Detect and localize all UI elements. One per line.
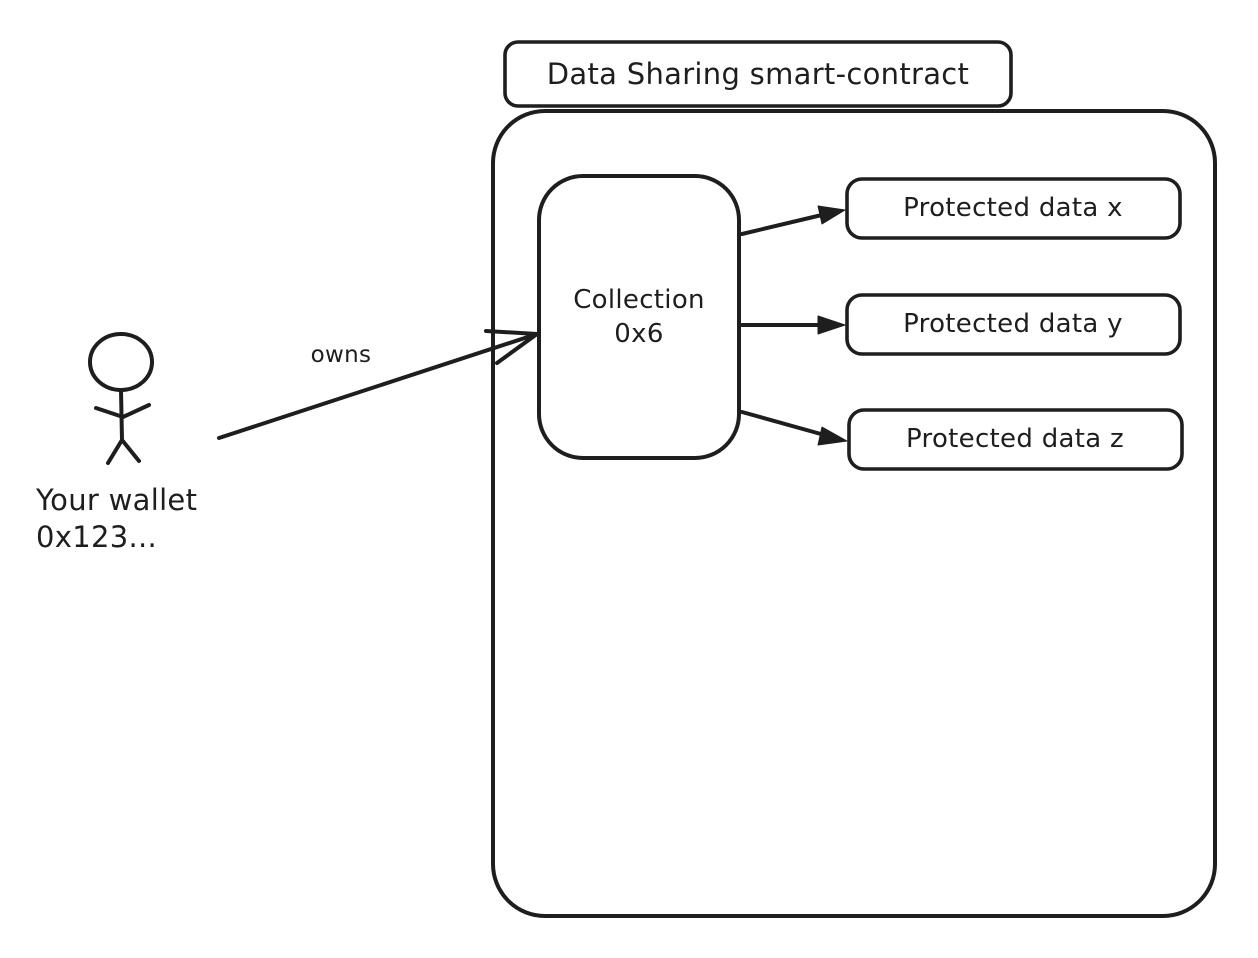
actor-head [88, 332, 154, 392]
protected-data-x-node [845, 177, 1182, 240]
protected-data-z-label: Protected data z [906, 424, 1124, 454]
collection-label-line1: Collection [573, 285, 705, 315]
actor-arms [94, 403, 151, 419]
protected-data-y-label: Protected data y [903, 309, 1123, 339]
smart-contract-title: Data Sharing smart-contract [546, 57, 970, 91]
protected-data-x-label: Protected data x [903, 193, 1123, 223]
wallet-actor-label: Your wallet 0x123... [36, 482, 197, 556]
owns-arrow [217, 329, 539, 440]
smart-contract-title-box [503, 40, 1013, 108]
protected-data-y-node [845, 293, 1182, 356]
arrow-collection-to-x [740, 205, 846, 236]
protected-data-z-node [847, 408, 1184, 471]
collection-label: Collection 0x6 [573, 283, 705, 351]
wallet-actor-figure [88, 332, 154, 465]
wallet-actor-label-line1: Your wallet [36, 483, 198, 517]
arrow-collection-to-z [740, 410, 848, 446]
collection-label-line2: 0x6 [614, 319, 664, 349]
collection-node [537, 174, 741, 460]
arrow-collection-to-y [740, 315, 846, 335]
actor-legs [106, 438, 141, 465]
wallet-actor-label-line2: 0x123... [36, 520, 158, 554]
owns-arrow-label: owns [310, 342, 372, 368]
